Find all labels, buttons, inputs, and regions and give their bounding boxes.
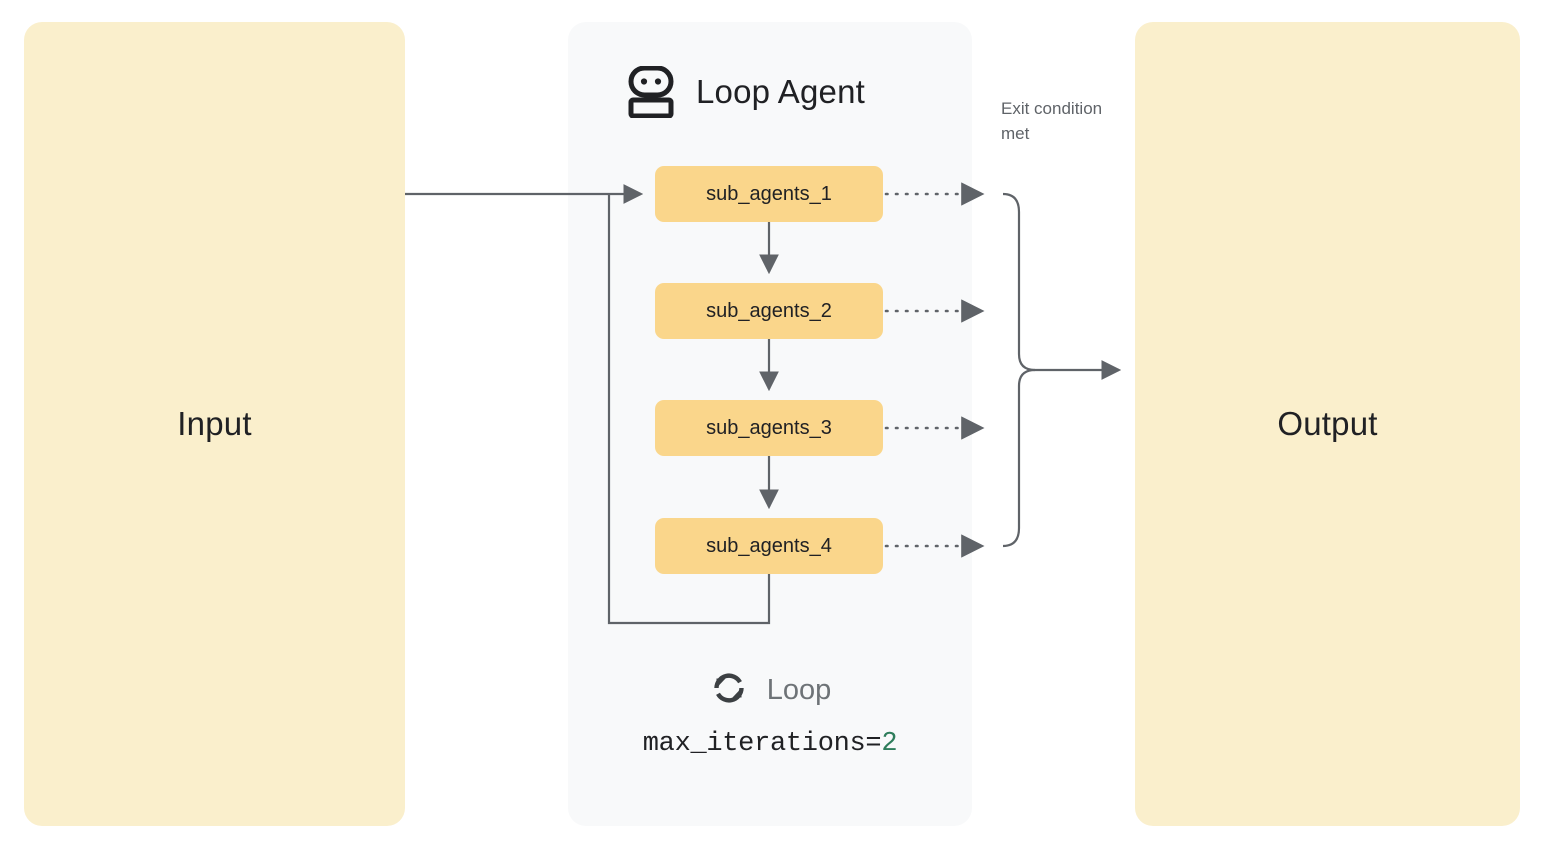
loop-agent-header: Loop Agent [628, 66, 865, 118]
sub-agent-label: sub_agents_3 [706, 416, 832, 439]
loop-footer: Loop max_iterations=2 [568, 668, 972, 759]
sub-agent-box[interactable]: sub_agents_1 [655, 166, 883, 222]
output-panel: Output [1135, 22, 1520, 826]
max-iterations-key: max_iterations= [642, 729, 882, 759]
output-label: Output [1277, 405, 1378, 442]
sub-agent-box[interactable]: sub_agents_4 [655, 518, 883, 574]
wire-collector-bottom [1002, 368, 1036, 548]
max-iterations-value: 2 [881, 729, 898, 759]
sub-agent-label: sub_agents_4 [706, 534, 832, 557]
loop-label: Loop [766, 674, 832, 706]
sub-agent-label: sub_agents_2 [706, 299, 832, 322]
exit-condition-label: Exit condition met [1001, 99, 1103, 143]
input-label: Input [177, 405, 252, 442]
max-iterations-text: max_iterations=2 [568, 729, 972, 759]
input-panel: Input [24, 22, 405, 826]
loop-refresh-icon [709, 668, 749, 713]
robot-icon [628, 66, 674, 118]
sub-agent-box[interactable]: sub_agents_3 [655, 400, 883, 456]
sub-agent-box[interactable]: sub_agents_2 [655, 283, 883, 339]
sub-agent-label: sub_agents_1 [706, 182, 832, 205]
loop-agent-title: Loop Agent [696, 73, 865, 110]
wire-collector-top [1002, 192, 1122, 380]
